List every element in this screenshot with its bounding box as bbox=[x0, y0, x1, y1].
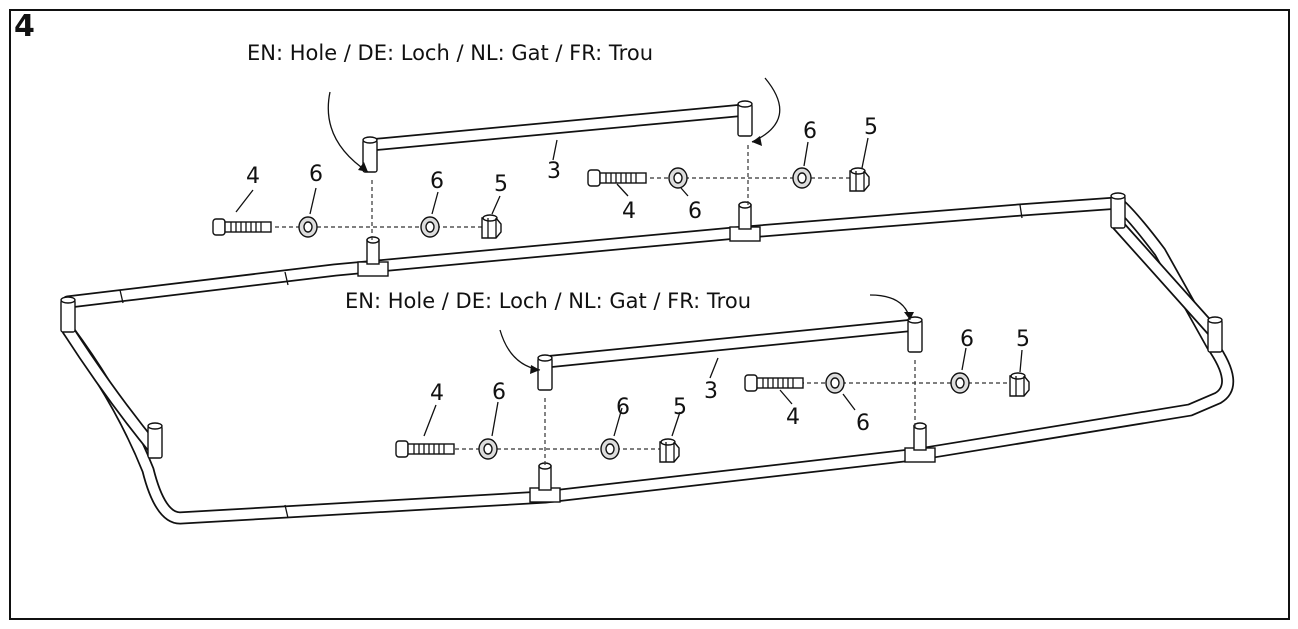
bolt-icon bbox=[395, 440, 455, 458]
base-frame bbox=[61, 196, 1235, 525]
hardware-set-3 bbox=[395, 438, 680, 463]
cross-bar-top bbox=[362, 100, 753, 173]
washer-icon bbox=[792, 167, 812, 189]
washer-icon bbox=[478, 438, 498, 460]
corner-uprights bbox=[60, 192, 1223, 459]
hole-arrows bbox=[327, 77, 914, 374]
label-bar: 3 bbox=[704, 379, 718, 404]
label-bolt: 4 bbox=[622, 199, 636, 224]
bolt-icon bbox=[744, 374, 804, 392]
nut-icon bbox=[849, 167, 870, 192]
label-nut: 5 bbox=[673, 395, 687, 420]
hole-caption-top: EN: Hole / DE: Loch / NL: Gat / FR: Trou bbox=[247, 41, 653, 65]
hole-caption-bottom: EN: Hole / DE: Loch / NL: Gat / FR: Trou bbox=[345, 289, 751, 313]
washer-icon bbox=[825, 372, 845, 394]
washer-icon bbox=[420, 216, 440, 238]
nut-icon bbox=[1009, 372, 1030, 397]
label-washer: 6 bbox=[803, 119, 817, 144]
label-bolt: 4 bbox=[246, 164, 260, 189]
label-washer: 6 bbox=[688, 199, 702, 224]
washer-icon bbox=[668, 167, 688, 189]
label-washer: 6 bbox=[430, 169, 444, 194]
step-number: 4 bbox=[14, 9, 35, 44]
label-washer: 6 bbox=[616, 395, 630, 420]
nut-icon bbox=[659, 438, 680, 463]
label-nut: 5 bbox=[1016, 327, 1030, 352]
label-washer: 6 bbox=[960, 327, 974, 352]
bolt-icon bbox=[212, 218, 272, 236]
callout-leaders bbox=[235, 137, 1023, 437]
label-washer: 6 bbox=[309, 162, 323, 187]
washer-icon bbox=[950, 372, 970, 394]
cross-bar-bottom bbox=[537, 316, 923, 391]
diagram-frame bbox=[9, 9, 1290, 620]
label-bolt: 4 bbox=[430, 381, 444, 406]
washer-icon bbox=[600, 438, 620, 460]
hardware-set-2 bbox=[587, 167, 870, 192]
hardware-set-4 bbox=[744, 372, 1030, 397]
label-nut: 5 bbox=[494, 172, 508, 197]
label-bolt: 4 bbox=[786, 405, 800, 430]
bolt-icon bbox=[587, 169, 647, 187]
label-washer: 6 bbox=[856, 411, 870, 436]
label-bar: 3 bbox=[547, 159, 561, 184]
nut-icon bbox=[481, 214, 502, 239]
label-nut: 5 bbox=[864, 115, 878, 140]
label-washer: 6 bbox=[492, 380, 506, 405]
washer-icon bbox=[298, 216, 318, 238]
